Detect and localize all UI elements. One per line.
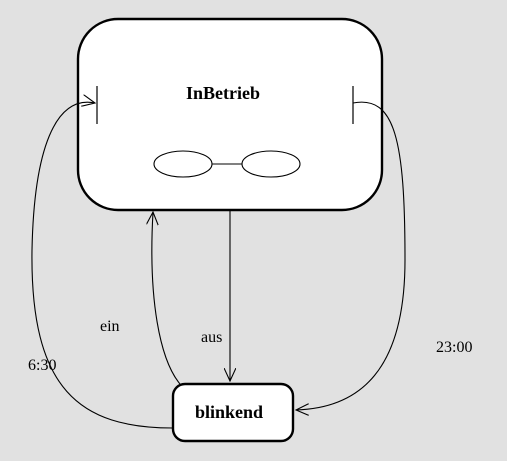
composite-state-icon [153,150,301,178]
transition-ein-label: ein [100,318,120,335]
transition-ein-arrow [152,212,181,385]
state-blinkend-label: blinkend [195,402,264,422]
transition-2300-label: 23:00 [436,339,473,356]
transition-2300-arrow [296,101,406,410]
transition-630-arrow [31,102,174,429]
state-in-betrieb-box [76,17,384,212]
state-blinkend-box [171,382,295,443]
transition-630-label: 6:30 [28,357,57,374]
state-in-betrieb-label: InBetrieb [186,83,260,103]
transition-aus-label: aus [201,329,223,346]
